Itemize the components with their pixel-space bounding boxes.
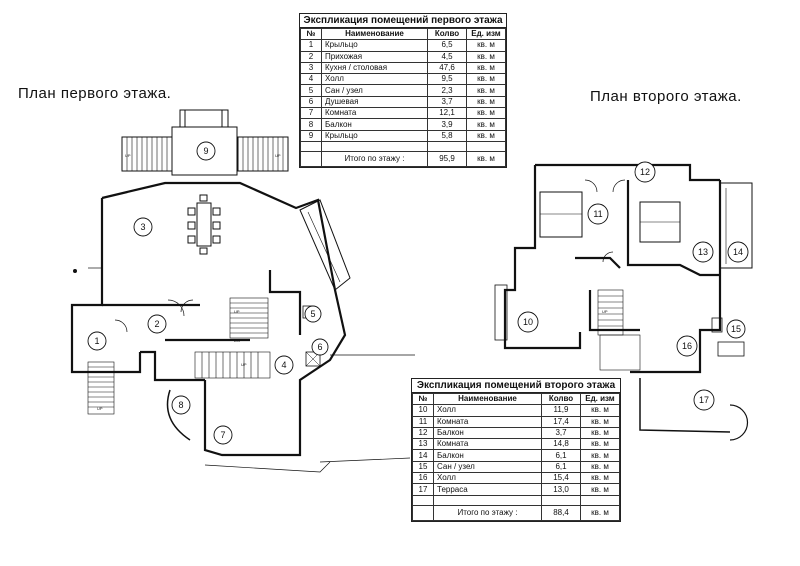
room-6-marker: 6: [311, 338, 329, 356]
floor1-table: Экспликация помещений первого этажа № На…: [299, 13, 507, 168]
floor2-table-caption: Экспликация помещений второго этажа: [412, 379, 620, 393]
floor1-porch-9: [121, 109, 289, 176]
floor1-stairs: [194, 297, 271, 379]
stair-label: UP: [602, 309, 608, 314]
svg-text:12: 12: [640, 167, 650, 177]
table-cell-value: 5,8: [427, 129, 467, 142]
room-11-marker: 11: [587, 203, 609, 225]
room-2-marker: 2: [147, 314, 167, 334]
svg-text:5: 5: [310, 309, 315, 319]
room-1-marker: 1: [87, 331, 107, 351]
room-12-marker: 12: [634, 161, 656, 183]
floor2-beds: [539, 191, 681, 243]
bullet-dot: [73, 269, 77, 273]
floor2-table: Экспликация помещений второго этажа № На…: [411, 378, 621, 522]
svg-text:2: 2: [154, 319, 159, 329]
stair-label: UP: [275, 153, 281, 158]
svg-text:11: 11: [593, 209, 602, 219]
total-unit: кв. м: [466, 150, 506, 167]
svg-text:3: 3: [140, 222, 145, 232]
svg-text:14: 14: [733, 247, 743, 257]
floor1-title: План первого этажа.: [18, 85, 172, 102]
room-5-marker: 5: [304, 305, 322, 323]
svg-text:6: 6: [317, 342, 322, 352]
room-14-marker: 14: [727, 241, 749, 263]
table-cell-unit: кв. м: [580, 483, 620, 496]
room-17-marker: 17: [693, 389, 715, 411]
floor1-walls: [70, 181, 347, 457]
table-cell-name: Крыльцо: [321, 129, 428, 142]
total-label: Итого по этажу :: [321, 150, 428, 167]
room-15-marker: 15: [726, 319, 746, 339]
floor2-walls: [503, 163, 722, 374]
dining-table: [187, 194, 221, 255]
stair-label: UP: [125, 153, 131, 158]
table-cell-unit: кв. м: [466, 129, 506, 142]
stair-label: UP: [97, 406, 103, 411]
table-cell-value: 13,0: [541, 483, 581, 496]
room-9-marker: 9: [196, 141, 216, 161]
stair-label: DN: [234, 338, 240, 343]
svg-text:4: 4: [281, 360, 286, 370]
room-3-marker: 3: [133, 217, 153, 237]
svg-text:9: 9: [203, 146, 208, 156]
room-10-marker: 10: [517, 311, 539, 333]
svg-text:8: 8: [178, 400, 183, 410]
room-8-marker: 8: [171, 395, 191, 415]
room-16-marker: 16: [676, 335, 698, 357]
svg-text:16: 16: [682, 341, 692, 351]
floor1-front-steps: [87, 361, 115, 415]
svg-text:7: 7: [220, 430, 225, 440]
room-7-marker: 7: [213, 425, 233, 445]
svg-text:13: 13: [698, 247, 708, 257]
floor2-title: План второго этажа.: [590, 88, 742, 105]
table-cell-number: 9: [300, 129, 322, 142]
stair-label: UP: [234, 309, 240, 314]
floor2-stairs: [597, 289, 641, 371]
svg-text:15: 15: [731, 324, 741, 334]
svg-text:17: 17: [699, 395, 709, 405]
room-4-marker: 4: [274, 355, 294, 375]
stair-label: UP: [241, 362, 247, 367]
room-13-marker: 13: [692, 241, 714, 263]
total-label: Итого по этажу :: [433, 504, 542, 521]
total-unit: кв. м: [580, 504, 620, 521]
svg-text:10: 10: [523, 317, 533, 327]
floor1-table-caption: Экспликация помещений первого этажа: [300, 14, 506, 28]
svg-text:1: 1: [94, 336, 99, 346]
